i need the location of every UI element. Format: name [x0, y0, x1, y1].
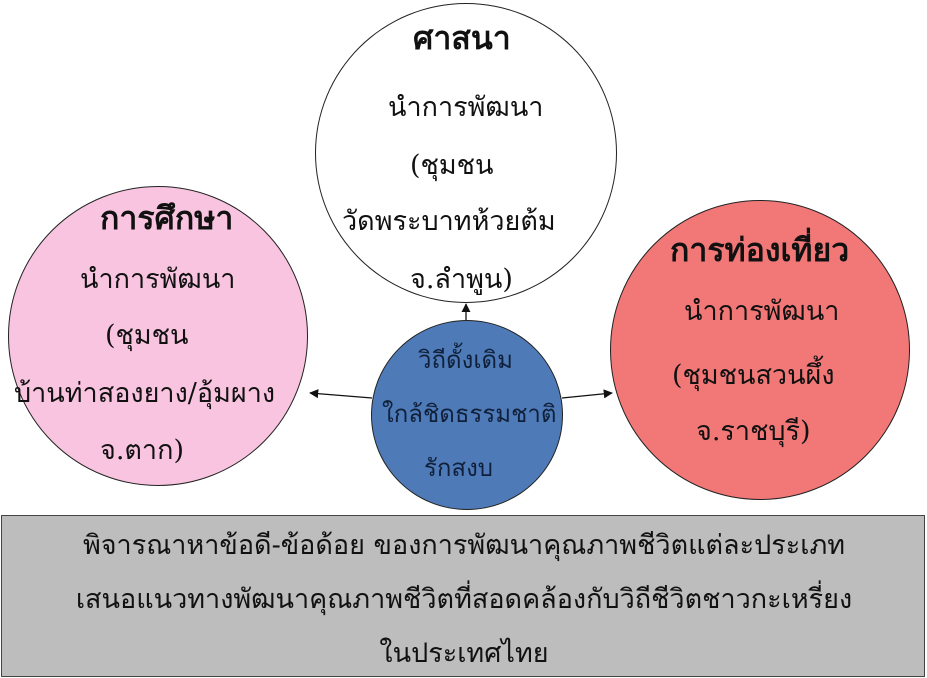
- tourism-line-1: นำการพัฒนา: [684, 296, 840, 327]
- summary-line-2: เสนอแนวทางพัฒนาคุณภาพชีวิตที่สอดคล้องกับ…: [75, 584, 853, 615]
- arrow-to-education: [309, 389, 373, 399]
- education-line-4: จ.ตาก): [100, 435, 184, 466]
- center-line-3: รักสงบ: [424, 454, 494, 482]
- center-circle: [371, 320, 563, 510]
- religion-line-3: วัดพระบาทห้วยต้ม: [342, 206, 556, 237]
- education-circle: [8, 186, 308, 486]
- arrow-to-tourism: [561, 389, 613, 399]
- religion-line-4: จ.ลำพูน): [410, 264, 513, 295]
- summary-line-1: พิจารณาหาข้อดี-ข้อด้อย ของการพัฒนาคุณภาพ…: [82, 530, 846, 561]
- religion-line-2: (ชุมชน: [410, 150, 494, 181]
- summary-line-3: ในประเทศไทย: [379, 638, 549, 669]
- education-line-3: บ้านท่าสองยาง/อุ้มผาง: [14, 378, 276, 409]
- tourism-circle: [610, 200, 910, 500]
- tourism-title: การท่องเที่ยว: [670, 231, 850, 269]
- religion-circle: [315, 3, 617, 303]
- religion-title: ศาสนา: [413, 19, 511, 57]
- tourism-line-2: (ชุมชนสวนผึ้ง: [672, 360, 835, 391]
- center-line-1: วิถีดั้งเดิม: [418, 346, 513, 374]
- religion-line-1: นำการพัฒนา: [388, 92, 544, 123]
- center-line-2: ใกล้ชิดธรรมชาติ: [382, 400, 557, 428]
- education-line-1: นำการพัฒนา: [80, 264, 236, 295]
- education-line-2: (ชุมชน: [105, 320, 189, 351]
- summary-box: พิจารณาหาข้อดี-ข้อด้อย ของการพัฒนาคุณภาพ…: [1, 515, 925, 677]
- tourism-line-3: จ.ราชบุรี): [696, 416, 811, 447]
- education-title: การศึกษา: [100, 199, 234, 237]
